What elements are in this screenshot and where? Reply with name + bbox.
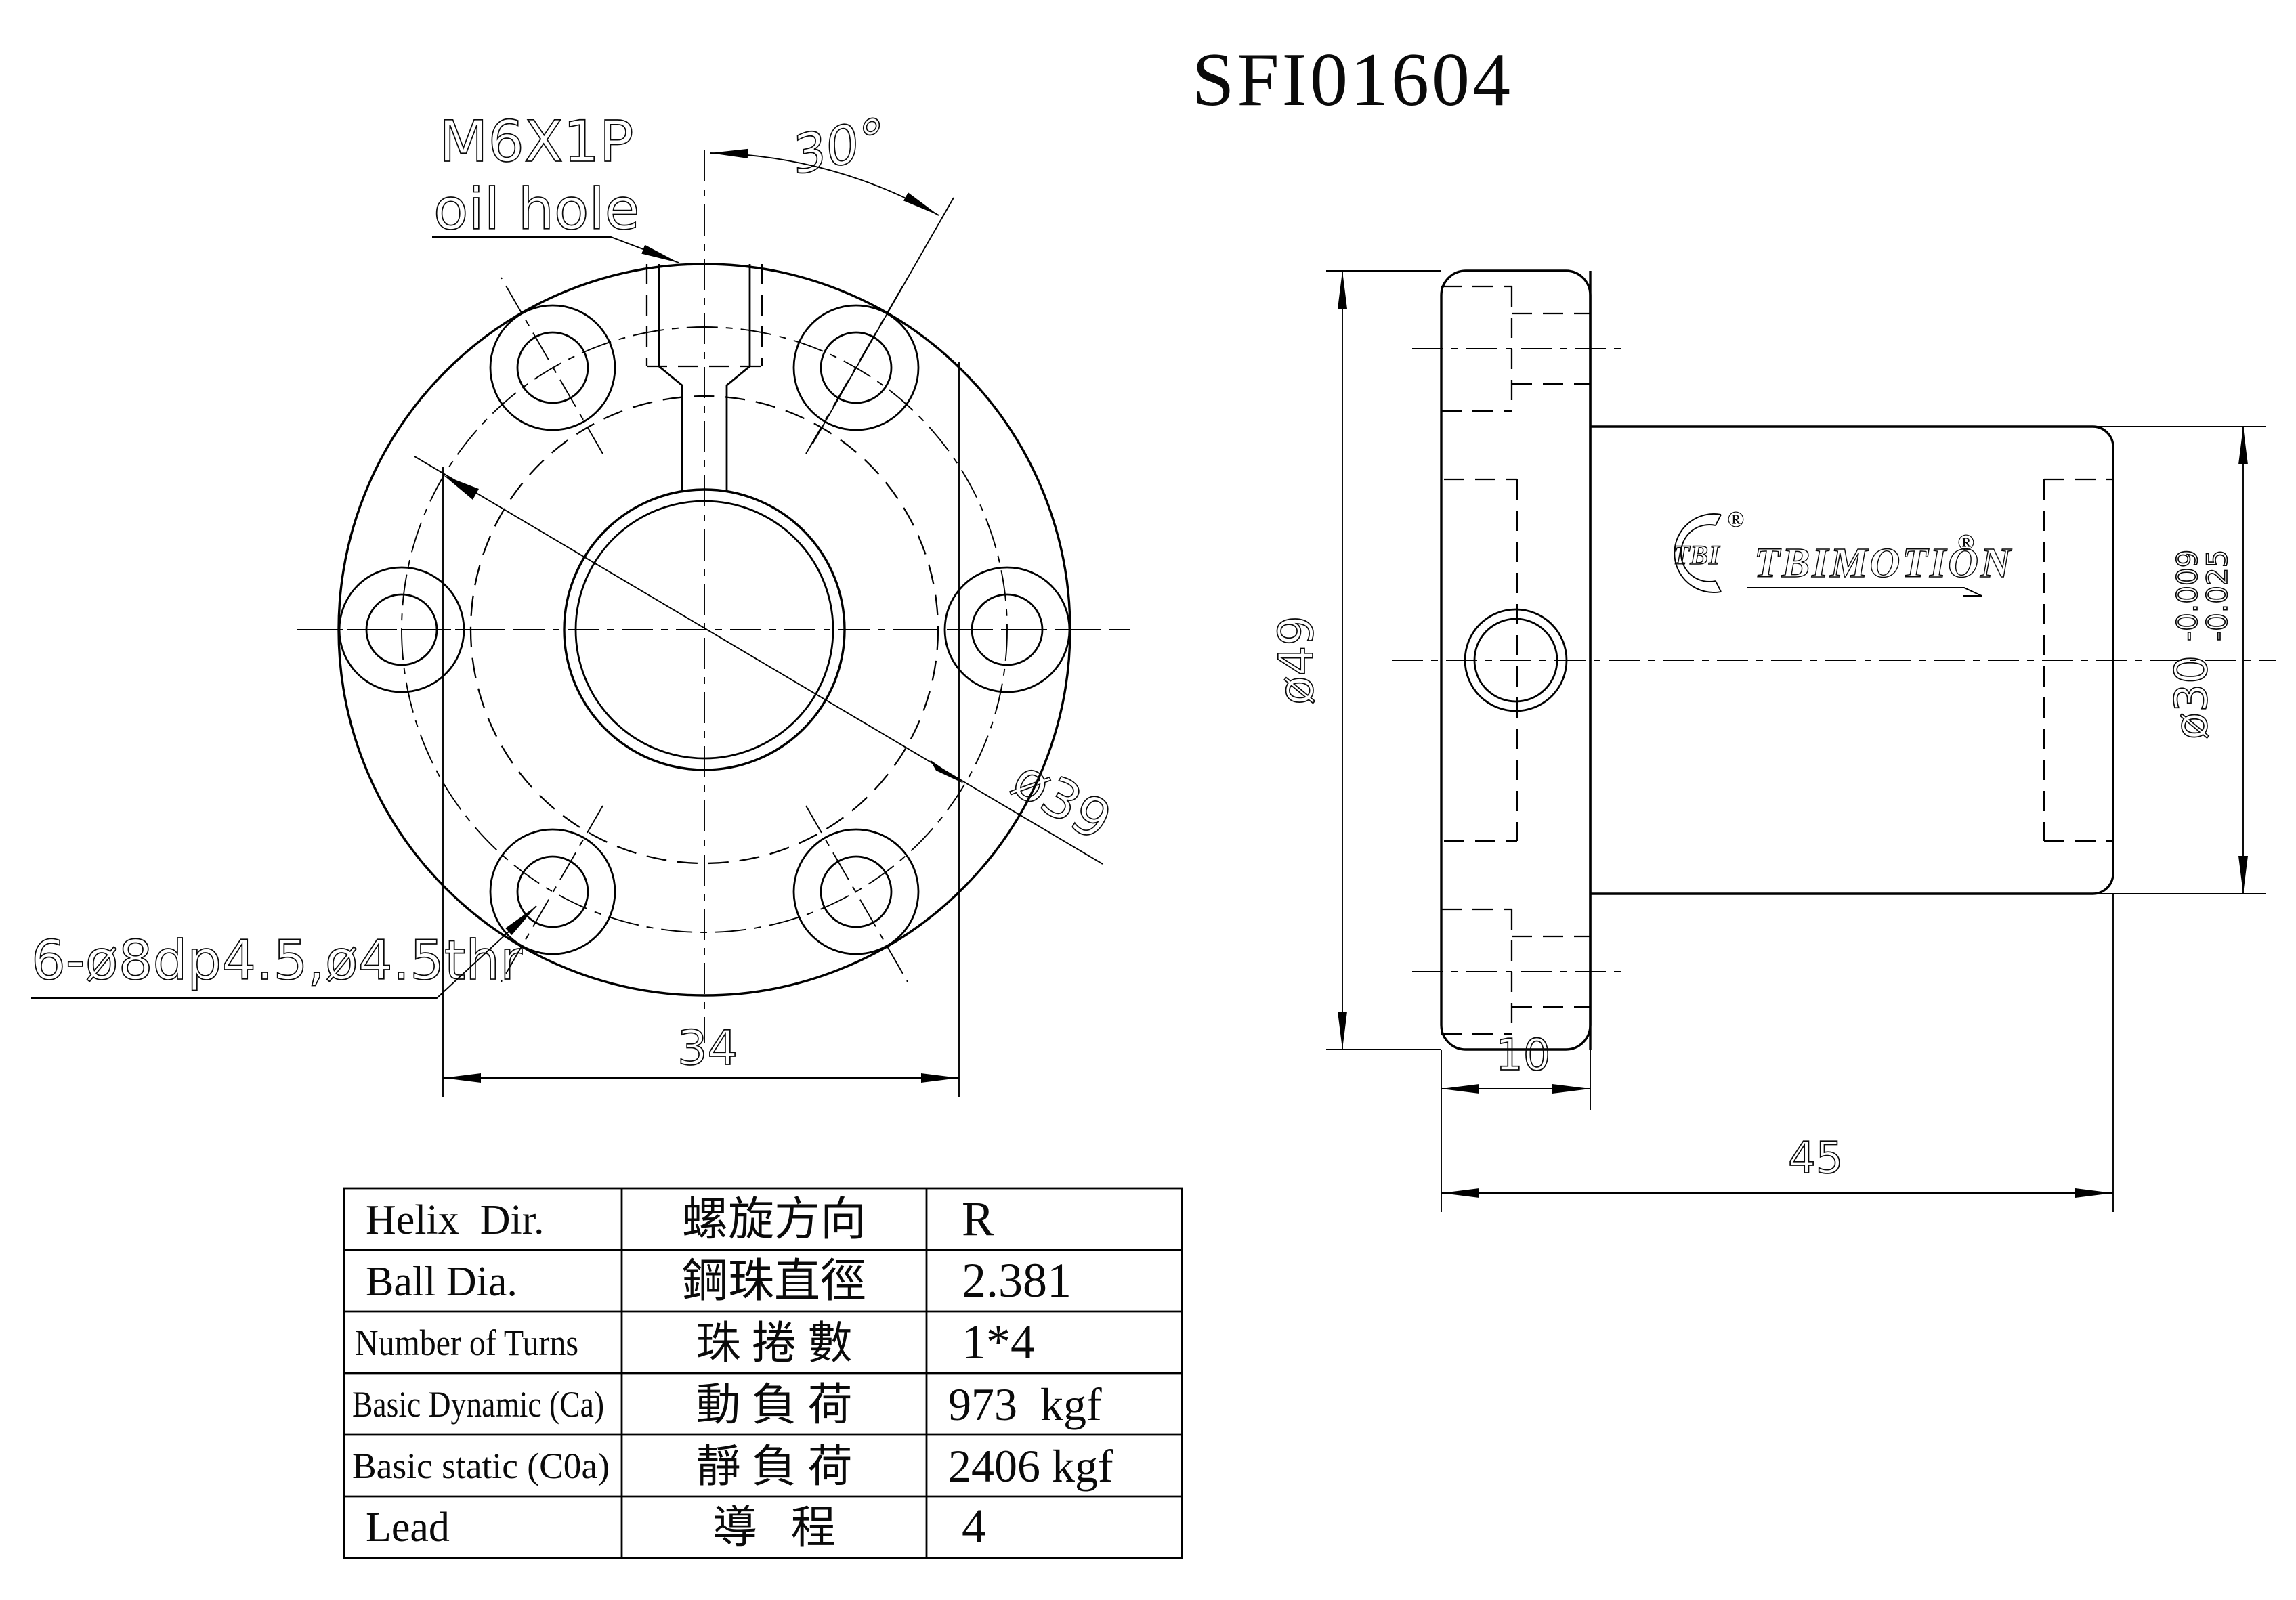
bore-circle-outer [563, 488, 846, 771]
table-row: Basic static (C0a) 靜 負 荷 2406 kgf [352, 1440, 1113, 1492]
width-dimension-34: 34 [442, 362, 960, 1097]
body-dia-label: ø30 [2165, 655, 2217, 739]
bolt-hole-top-left [489, 304, 616, 431]
flange-thickness-label: 10 [1495, 1031, 1550, 1081]
internal-recess-hidden [1444, 478, 2113, 842]
bolt-holes [298, 197, 1111, 982]
bolt-hole-spec-callout: 6-ø8dp4.5,ø4.5thr [30, 905, 537, 999]
row-en-label: Ball Dia. [366, 1259, 517, 1305]
bolt-hole-top-right [792, 304, 920, 431]
row-en-label: Basic static (C0a) [352, 1446, 610, 1486]
body-dia-tol-lower: -0.025 [2201, 550, 2234, 641]
row-en-label: Lead [366, 1505, 450, 1551]
logo-registered-mark-2: ® [1957, 530, 1975, 555]
angle-dimension-30: 30° [709, 105, 939, 216]
oil-hole-spec-label: M6X1P [439, 108, 634, 175]
row-zh-label: 螺旋方向 [682, 1194, 866, 1245]
side-oil-hole [1464, 608, 1568, 712]
row-value: 4 [962, 1499, 986, 1553]
flange-dia-label: ø49 [1269, 615, 1324, 705]
table-row: Basic Dynamic (Ca) 動 負 荷 973 kgf [352, 1379, 1102, 1430]
drawing-title: SFI01604 [1192, 38, 1513, 122]
oil-hole-callout: M6X1P oil hole [432, 108, 679, 263]
row-en-label: Helix Dir. [366, 1197, 544, 1243]
bore-circle-inner [574, 500, 834, 760]
row-zh-label: 鋼珠直徑 [682, 1255, 866, 1307]
row-en-label: Basic Dynamic (Ca) [352, 1384, 604, 1425]
row-en-label: Number of Turns [355, 1322, 578, 1363]
oil-hole-name-label: oil hole [433, 176, 639, 242]
bolt-hole-spec-label: 6-ø8dp4.5,ø4.5thr [31, 929, 522, 992]
logo-underline-arrow [1747, 587, 1982, 597]
body-dia-tol-upper: -0.009 [2171, 550, 2204, 641]
row-value: 973 kgf [948, 1379, 1102, 1430]
row-value: R [962, 1192, 994, 1246]
table-row: Number of Turns 珠 捲 數 1*4 [355, 1315, 1035, 1369]
logo-registered-mark-1: ® [1727, 507, 1745, 532]
row-value: 2406 kgf [948, 1440, 1113, 1492]
total-length-dimension: 45 [1441, 894, 2114, 1212]
table-row: Helix Dir. 螺旋方向 R [366, 1192, 994, 1246]
tbimotion-logo: TBI ® TBIMOTION ® [1672, 507, 2013, 597]
side-view: ø49 ø30 -0.009 -0.025 10 45 [1268, 269, 2276, 1212]
row-zh-label: 動 負 荷 [696, 1381, 853, 1430]
spec-table: Helix Dir. 螺旋方向 R Ball Dia. 鋼珠直徑 2.381 N… [343, 1187, 1183, 1559]
bolt-hole-60deg-extension [812, 197, 954, 444]
logo-c-ring [1674, 513, 1722, 593]
row-zh-label: 導 程 [713, 1503, 836, 1553]
bolt-hole-bottom-left [489, 828, 616, 955]
bolt-circle-dia-label: ø39 [1002, 747, 1122, 853]
total-length-label: 45 [1788, 1133, 1843, 1184]
front-view: 30° M6X1P oil hole ø39 6-ø8dp4.5,ø4.5thr… [30, 105, 1130, 1097]
logo-wordmark: TBIMOTION [1754, 540, 2013, 586]
row-value: 1*4 [962, 1315, 1035, 1369]
body-dia-dimension: ø30 -0.009 -0.025 [2165, 427, 2248, 894]
bolt-hole-bottom-right [792, 828, 920, 955]
flange-thickness-dimension: 10 [1441, 1030, 1591, 1212]
flange-dia-dimension: ø49 [1268, 270, 1441, 1050]
width-dim-label: 34 [677, 1020, 738, 1076]
body-outline [1590, 425, 2114, 895]
logo-mark-text: TBI [1673, 540, 1720, 570]
angle-dimension-label: 30° [792, 106, 885, 188]
row-value: 2.381 [962, 1253, 1071, 1307]
table-row: Lead 導 程 4 [366, 1499, 986, 1553]
flange-bolt-holes-hidden [1412, 285, 1625, 1035]
table-row: Ball Dia. 鋼珠直徑 2.381 [366, 1253, 1071, 1307]
row-zh-label: 珠 捲 數 [696, 1319, 853, 1368]
oil-hole-feature [645, 264, 763, 492]
row-zh-label: 靜 負 荷 [696, 1442, 853, 1492]
